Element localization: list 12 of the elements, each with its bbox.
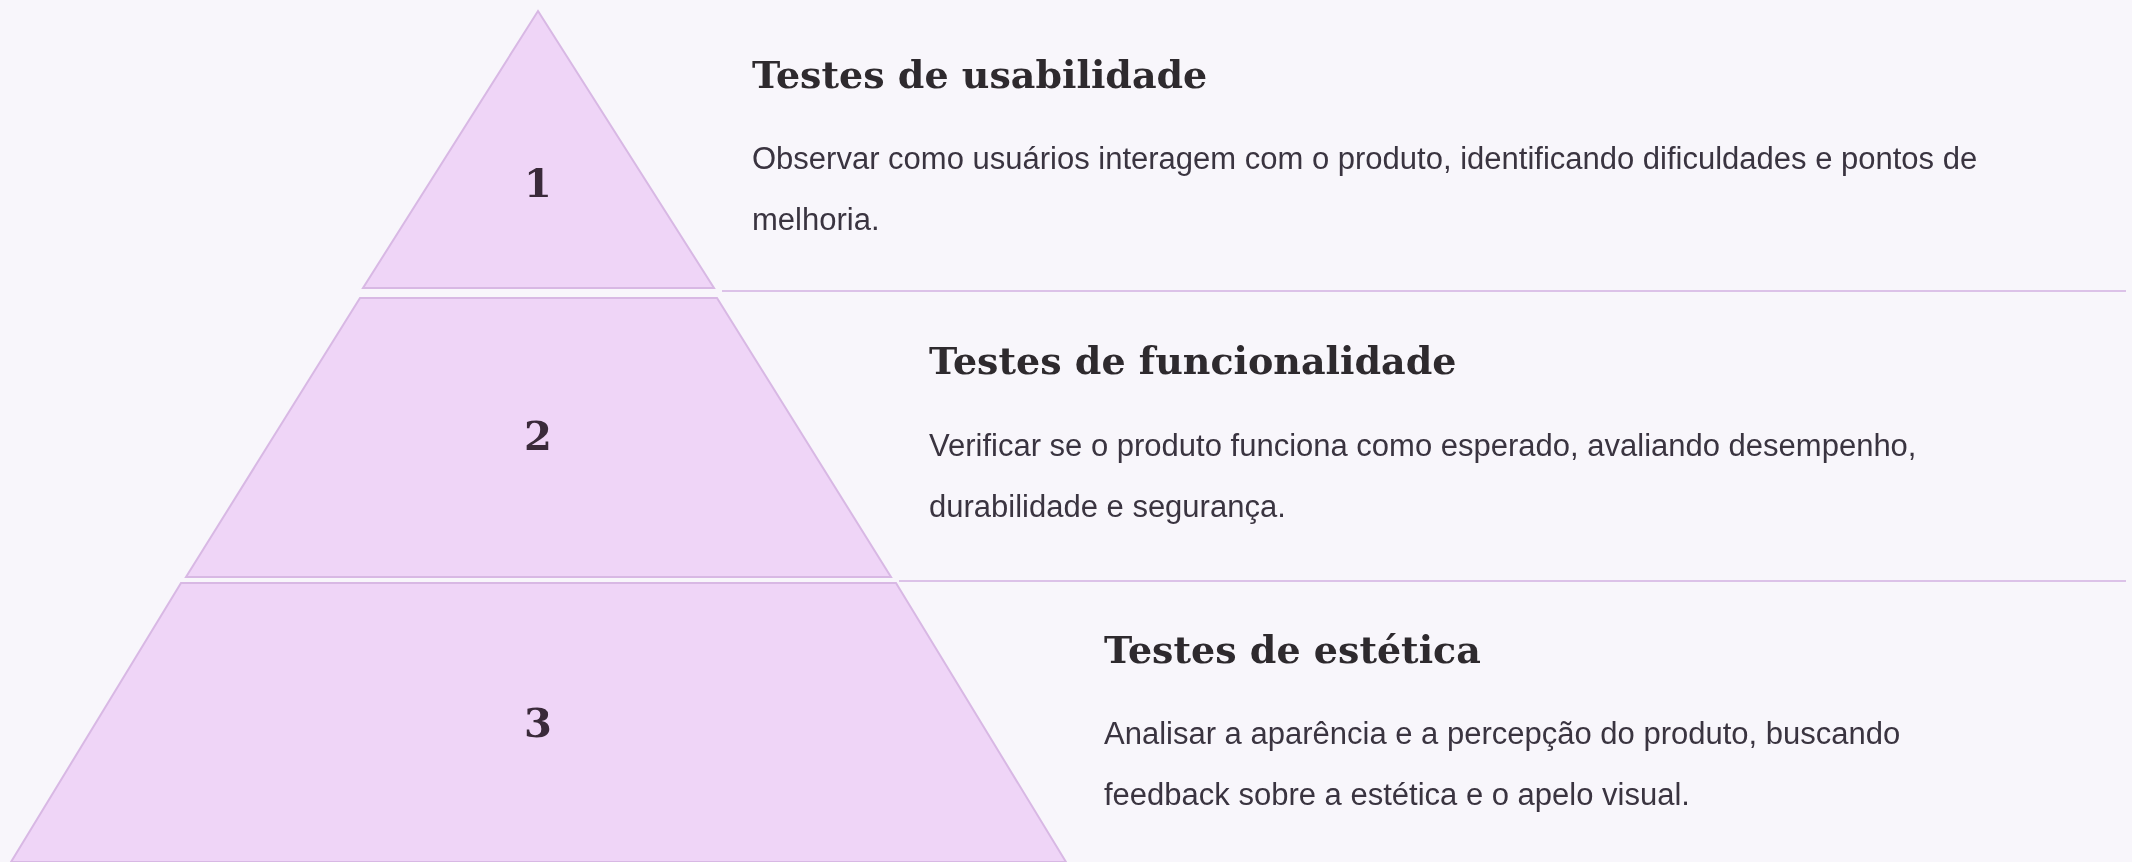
tier-heading: Testes de usabilidade xyxy=(752,52,1208,97)
tier-number: 3 xyxy=(524,698,552,746)
tier-heading: Testes de estética xyxy=(1104,627,1481,672)
tier-heading: Testes de funcionalidade xyxy=(929,338,1457,383)
pyramid-tier xyxy=(11,583,1066,862)
tier-description: Observar como usuários interagem com o produto, identificando dificuldades e pontos de melhoria. xyxy=(752,140,1979,239)
tier-description: Verificar se o produto funciona como esperado, avaliando desempenho, durabilidade e segurança. xyxy=(929,427,1918,526)
pyramid-tier xyxy=(186,298,891,577)
tier-number: 1 xyxy=(524,158,552,206)
tier-number: 2 xyxy=(524,411,552,459)
pyramid-tier xyxy=(363,11,714,288)
tier-description: Analisar a aparência e a percepção do produto, buscando feedback sobre a estética e o apelo visual. xyxy=(1104,715,1902,814)
